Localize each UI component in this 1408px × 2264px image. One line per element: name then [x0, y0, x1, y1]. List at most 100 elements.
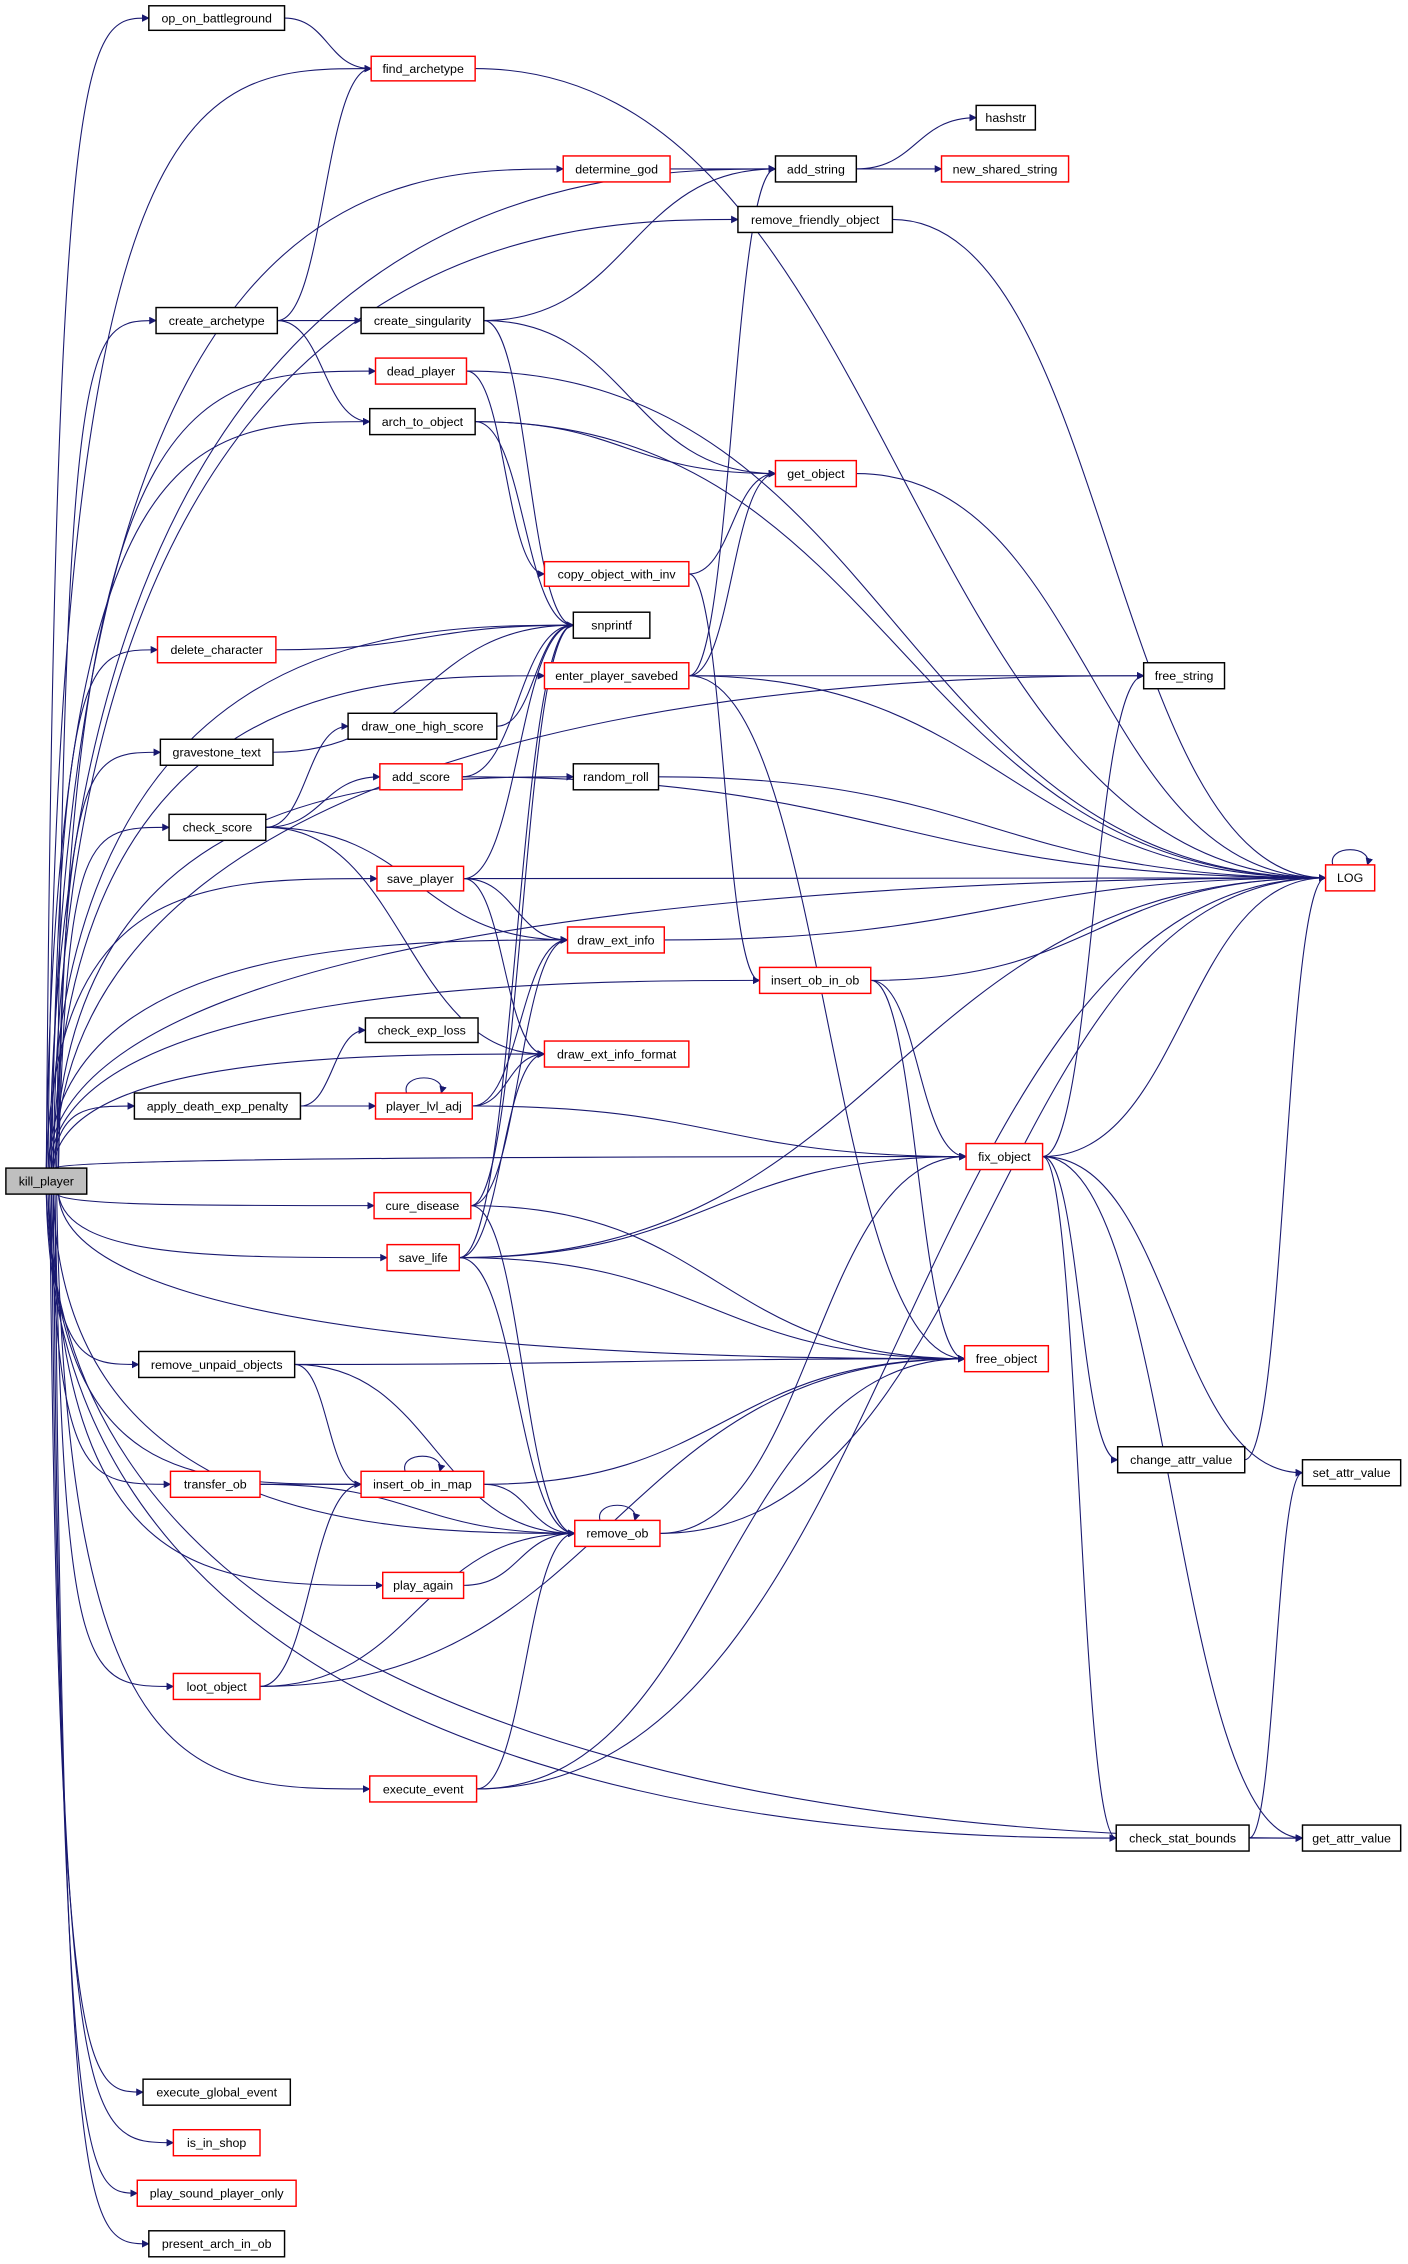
node-box[interactable] — [5, 1167, 88, 1195]
node-kill_player[interactable]: kill_player — [5, 1167, 88, 1195]
node-box[interactable] — [172, 1672, 261, 1701]
node-box[interactable] — [142, 2078, 292, 2106]
node-box[interactable] — [963, 1344, 1050, 1373]
node-box[interactable] — [774, 459, 858, 488]
node-add_score[interactable]: add_score — [379, 763, 463, 791]
node-remove_friendly_object[interactable]: remove_friendly_object — [737, 205, 894, 234]
node-box[interactable] — [1301, 1459, 1402, 1487]
node-change_attr_value[interactable]: change_attr_value — [1116, 1446, 1246, 1474]
node-box[interactable] — [374, 357, 468, 385]
node-execute_event[interactable]: execute_event — [369, 1775, 478, 1803]
node-new_shared_string[interactable]: new_shared_string — [940, 155, 1070, 183]
node-play_sound_player_only[interactable]: play_sound_player_only — [136, 2179, 297, 2207]
node-draw_one_high_score[interactable]: draw_one_high_score — [347, 712, 498, 740]
node-box[interactable] — [572, 611, 651, 639]
node-determine_god[interactable]: determine_god — [562, 155, 671, 183]
node-box[interactable] — [543, 560, 690, 587]
node-random_roll[interactable]: random_roll — [572, 763, 660, 791]
node-remove_ob[interactable]: remove_ob — [574, 1519, 661, 1548]
node-box[interactable] — [379, 763, 463, 791]
node-remove_unpaid_objects[interactable]: remove_unpaid_objects — [138, 1350, 296, 1379]
node-box[interactable] — [386, 1243, 460, 1272]
node-transfer_ob[interactable]: transfer_ob — [169, 1470, 261, 1499]
node-free_object[interactable]: free_object — [963, 1344, 1050, 1373]
node-box[interactable] — [370, 55, 476, 82]
node-op_on_battleground[interactable]: op_on_battleground — [148, 5, 286, 32]
node-apply_death_exp_penalty[interactable]: apply_death_exp_penalty — [133, 1092, 302, 1120]
node-box[interactable] — [1115, 1824, 1250, 1852]
node-snprintf[interactable]: snprintf — [572, 611, 651, 639]
node-get_object[interactable]: get_object — [774, 459, 858, 488]
node-box[interactable] — [148, 2230, 286, 2258]
node-box[interactable] — [148, 5, 286, 32]
node-box[interactable] — [572, 763, 660, 791]
node-insert_ob_in_ob[interactable]: insert_ob_in_ob — [758, 966, 872, 995]
node-box[interactable] — [1301, 1824, 1402, 1852]
node-box[interactable] — [155, 306, 279, 335]
node-get_attr_value[interactable]: get_attr_value — [1301, 1824, 1402, 1852]
node-box[interactable] — [133, 1092, 302, 1120]
node-box[interactable] — [360, 306, 485, 335]
node-box[interactable] — [156, 636, 277, 664]
node-set_attr_value[interactable]: set_attr_value — [1301, 1459, 1402, 1487]
node-box[interactable] — [574, 1519, 661, 1548]
node-insert_ob_in_map[interactable]: insert_ob_in_map — [360, 1470, 485, 1499]
node-draw_ext_info_format[interactable]: draw_ext_info_format — [543, 1040, 690, 1068]
node-box[interactable] — [159, 738, 274, 766]
node-fix_object[interactable]: fix_object — [965, 1142, 1044, 1171]
node-find_archetype[interactable]: find_archetype — [370, 55, 476, 82]
node-box[interactable] — [1142, 662, 1226, 690]
node-check_score[interactable]: check_score — [168, 813, 267, 842]
node-box[interactable] — [566, 926, 666, 954]
node-player_lvl_adj[interactable]: player_lvl_adj — [374, 1092, 473, 1120]
node-box[interactable] — [374, 1092, 473, 1120]
node-dead_player[interactable]: dead_player — [374, 357, 468, 385]
node-box[interactable] — [376, 865, 465, 892]
node-box[interactable] — [369, 407, 476, 436]
node-is_in_shop[interactable]: is_in_shop — [172, 2128, 261, 2157]
node-LOG[interactable]: LOG — [1324, 864, 1376, 892]
node-box[interactable] — [1116, 1446, 1246, 1474]
node-box[interactable] — [1324, 864, 1376, 892]
node-box[interactable] — [965, 1142, 1044, 1171]
node-cure_disease[interactable]: cure_disease — [373, 1191, 472, 1220]
node-check_stat_bounds[interactable]: check_stat_bounds — [1115, 1824, 1250, 1852]
node-free_string[interactable]: free_string — [1142, 662, 1226, 690]
node-save_player[interactable]: save_player — [376, 865, 465, 892]
node-copy_object_with_inv[interactable]: copy_object_with_inv — [543, 560, 690, 587]
node-save_life[interactable]: save_life — [386, 1243, 460, 1272]
node-gravestone_text[interactable]: gravestone_text — [159, 738, 274, 766]
node-box[interactable] — [758, 966, 872, 995]
node-box[interactable] — [737, 205, 894, 234]
node-box[interactable] — [940, 155, 1070, 183]
node-present_arch_in_ob[interactable]: present_arch_in_ob — [148, 2230, 286, 2258]
node-box[interactable] — [543, 662, 690, 690]
node-execute_global_event[interactable]: execute_global_event — [142, 2078, 292, 2106]
node-hashstr[interactable]: hashstr — [975, 104, 1037, 131]
node-box[interactable] — [364, 1017, 479, 1044]
node-box[interactable] — [774, 155, 858, 183]
node-create_singularity[interactable]: create_singularity — [360, 306, 485, 335]
node-arch_to_object[interactable]: arch_to_object — [369, 407, 476, 436]
node-draw_ext_info[interactable]: draw_ext_info — [566, 926, 666, 954]
node-box[interactable] — [975, 104, 1037, 131]
node-box[interactable] — [562, 155, 671, 183]
node-box[interactable] — [169, 1470, 261, 1499]
node-create_archetype[interactable]: create_archetype — [155, 306, 279, 335]
node-enter_player_savebed[interactable]: enter_player_savebed — [543, 662, 690, 690]
node-loot_object[interactable]: loot_object — [172, 1672, 261, 1701]
node-box[interactable] — [168, 813, 267, 842]
node-box[interactable] — [136, 2179, 297, 2207]
node-box[interactable] — [382, 1571, 465, 1600]
node-add_string[interactable]: add_string — [774, 155, 858, 183]
node-check_exp_loss[interactable]: check_exp_loss — [364, 1017, 479, 1044]
node-box[interactable] — [172, 2128, 261, 2157]
node-delete_character[interactable]: delete_character — [156, 636, 277, 664]
node-box[interactable] — [138, 1350, 296, 1379]
node-box[interactable] — [543, 1040, 690, 1068]
node-box[interactable] — [373, 1191, 472, 1220]
node-play_again[interactable]: play_again — [382, 1571, 465, 1600]
node-box[interactable] — [347, 712, 498, 740]
node-box[interactable] — [369, 1775, 478, 1803]
node-box[interactable] — [360, 1470, 485, 1499]
